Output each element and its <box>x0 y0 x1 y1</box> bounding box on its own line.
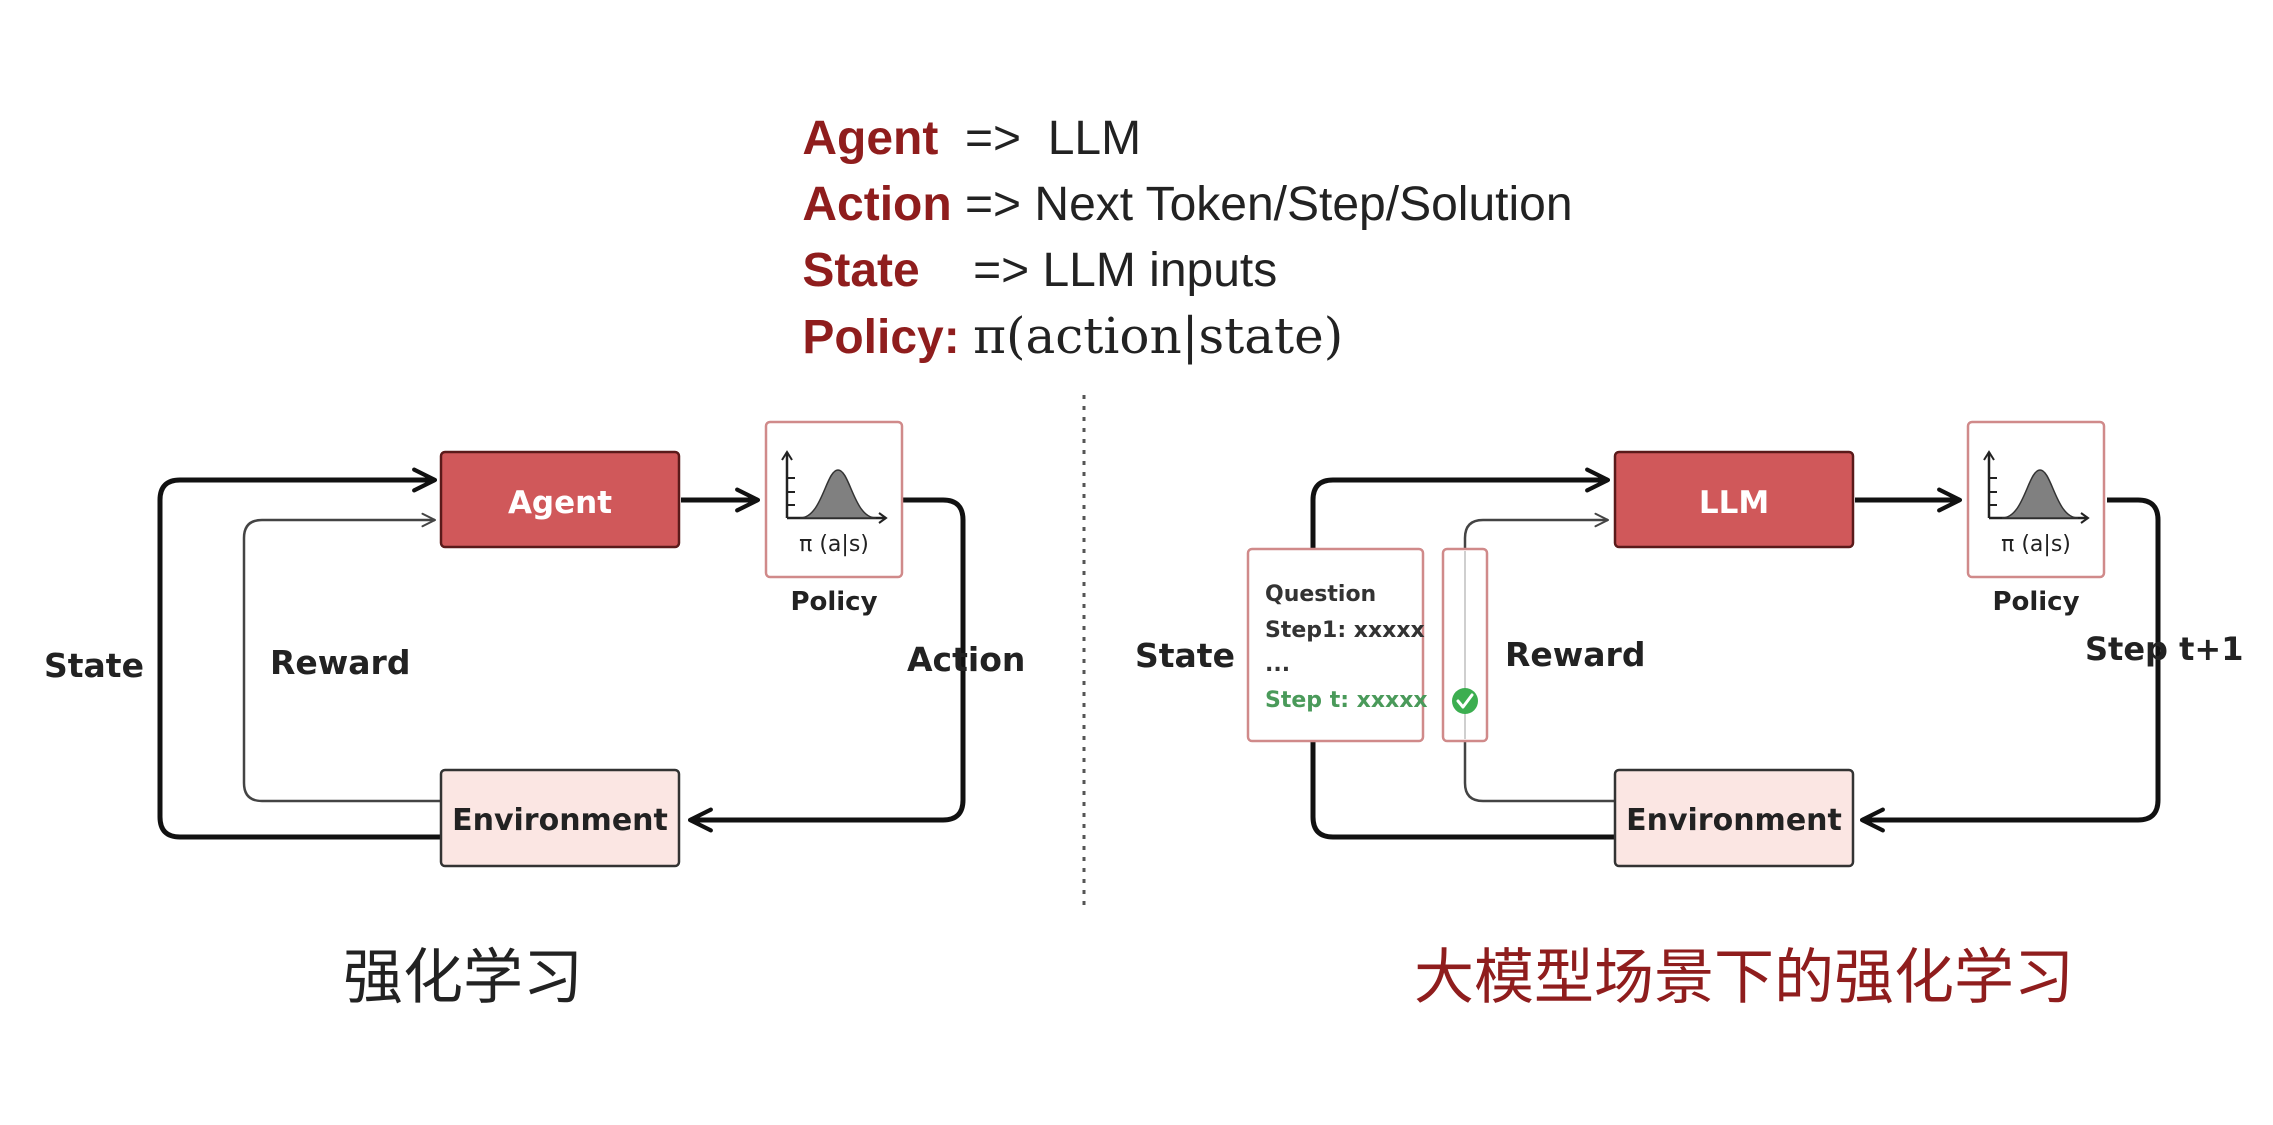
environment-box <box>439 768 681 868</box>
action-arrow <box>687 497 966 833</box>
definition-policy: Policy: π(action|state) <box>749 263 1343 410</box>
state-card-step-t: Step t: xxxxx <box>1265 688 1428 713</box>
distribution-icon <box>781 450 888 524</box>
definition-term: Action <box>802 178 952 231</box>
environment-label: Environment <box>1626 803 1842 838</box>
caption-right: 大模型场景下的强化学习 <box>1414 943 2074 1013</box>
step-arrow <box>1859 497 2161 833</box>
definition-term: Agent <box>802 112 939 165</box>
distribution-icon <box>1983 450 2090 524</box>
state-card <box>1246 547 1425 743</box>
policy-label: Policy <box>790 587 877 617</box>
policy-formula: π (a|s) <box>2001 532 2071 557</box>
definition-mapping: => Next Token/Step/Solution <box>965 178 1573 231</box>
definition-agent: Agent => LLM <box>749 67 1141 211</box>
caption-left: 强化学习 <box>343 943 583 1013</box>
policy-label: Policy <box>1992 587 2079 617</box>
agent-label: Agent <box>508 485 612 521</box>
environment-box <box>1613 768 1855 868</box>
definition-term: State <box>802 244 920 297</box>
state-arrow <box>157 467 441 840</box>
check-icon <box>1452 688 1478 714</box>
definition-mapping: => LLM <box>965 112 1142 165</box>
state-card-ellipsis: ... <box>1265 652 1290 677</box>
state-label: State <box>44 646 144 685</box>
agent-box <box>439 450 681 549</box>
definition-term: Policy: <box>802 311 960 364</box>
state-card-step1: Step1: xxxxx <box>1265 618 1425 643</box>
action-label: Action <box>907 640 1025 679</box>
definition-mapping: => LLM inputs <box>973 244 1278 297</box>
right-diagram: Question Step1: xxxxx ... Step t: xxxxx … <box>1135 420 2243 868</box>
state-label: State <box>1135 636 1235 675</box>
definition-mapping: π(action|state) <box>973 307 1344 365</box>
policy-formula: π (a|s) <box>799 532 869 557</box>
reward-arrow <box>242 512 441 803</box>
environment-label: Environment <box>452 803 668 838</box>
left-diagram: Agent π (a|s) Policy Environment State R… <box>44 420 1025 868</box>
definition-state: State => LLM inputs <box>749 199 1277 343</box>
reward-label: Reward <box>270 643 410 682</box>
llm-label: LLM <box>1699 485 1769 521</box>
llm-box <box>1613 450 1855 549</box>
definition-action: Action => Next Token/Step/Solution <box>749 133 1573 277</box>
step-label: Step t+1 <box>2085 630 2243 668</box>
reward-label: Reward <box>1505 635 1645 674</box>
state-card-question: Question <box>1265 582 1376 607</box>
